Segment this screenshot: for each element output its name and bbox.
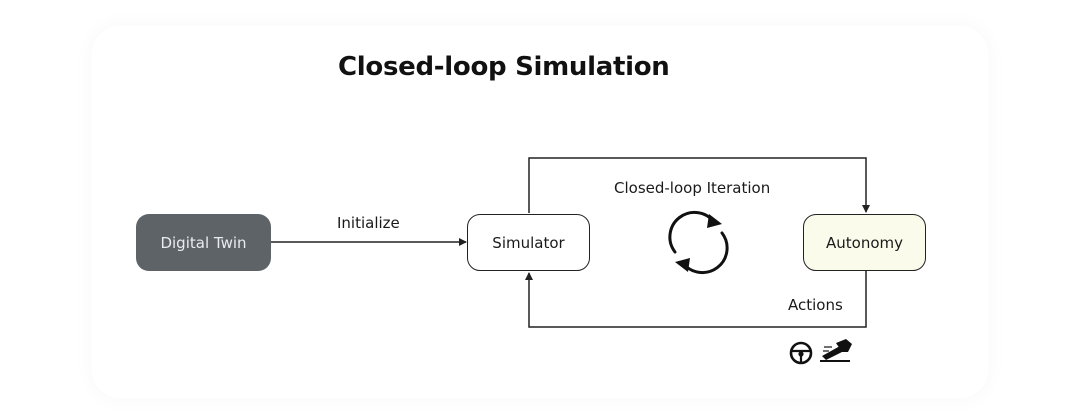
- closed-loop-iteration-label: Closed-loop Iteration: [614, 179, 771, 197]
- simulator-node: Simulator: [467, 214, 590, 271]
- autonomy-label: Autonomy: [826, 233, 903, 252]
- diagram-card: [92, 26, 988, 398]
- refresh-cycle-icon: [668, 210, 729, 275]
- digital-twin-label: Digital Twin: [160, 233, 247, 252]
- steering-wheel-icon: [789, 341, 813, 365]
- diagram-title: Closed-loop Simulation: [338, 52, 670, 82]
- pedal-icon: [820, 339, 852, 362]
- simulator-label: Simulator: [492, 233, 565, 252]
- simulator-to-autonomy-arrow: [528, 157, 870, 213]
- autonomy-node: Autonomy: [803, 214, 926, 271]
- actions-arrow: [525, 271, 867, 328]
- digital-twin-node: Digital Twin: [136, 214, 271, 271]
- actions-label: Actions: [788, 296, 843, 314]
- initialize-label: Initialize: [337, 214, 400, 232]
